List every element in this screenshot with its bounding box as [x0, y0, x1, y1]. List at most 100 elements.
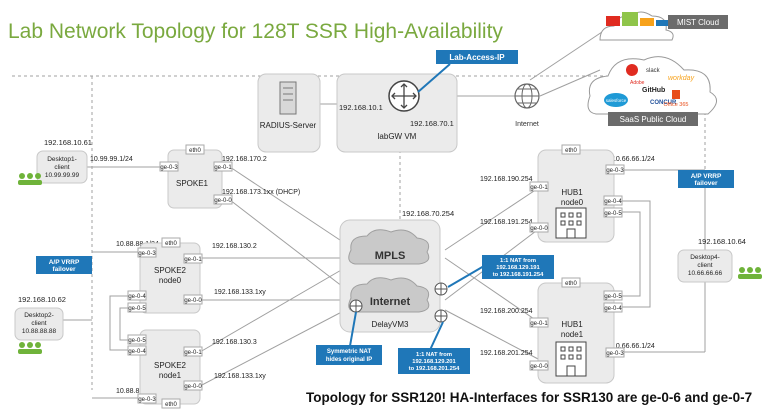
nat2-line2: 192.168.129.201: [412, 359, 456, 365]
desktop2-sub: 10.88.88.88: [22, 328, 57, 335]
desktop2-ip: 192.168.10.62: [18, 295, 66, 304]
nat1-badge: 1:1 NAT from 192.168.129.191 to 192.168.…: [447, 255, 554, 288]
spoke2n1-ip-mpls: 192.168.130.3: [212, 339, 257, 346]
hub1-node1: 192.168.200.254 192.168.201.254 10.66.66…: [480, 277, 655, 384]
desktop4-sub: 10.66.66.66: [688, 270, 723, 277]
spoke2n1-inet: [199, 304, 356, 387]
spoke2n0-ge05: ge-0-5: [128, 306, 146, 312]
spoke2n1-mpls: [199, 261, 356, 353]
delay-ip-top: 192.168.70.254: [402, 209, 454, 218]
spoke2-node1: 192.168.130.3 192.168.133.1xy 10.88.88.1…: [116, 329, 266, 409]
spoke2n1-ge00: ge-0-0: [184, 384, 202, 390]
internet-globe: Internet: [514, 83, 540, 128]
hub1-eth0: eth0: [565, 281, 577, 287]
hub1-ip-inet: 192.168.201.254: [480, 350, 533, 357]
spoke1-mpls-link: [229, 166, 356, 251]
nat2-line1: 1:1 NAT from: [416, 352, 452, 358]
hub1-ge05: ge-0-5: [604, 294, 622, 300]
mpls-label: MPLS: [375, 250, 406, 262]
vrrp-right-line1: A/P VRRP: [691, 173, 722, 180]
spoke2n1-ge01: ge-0-1: [184, 350, 202, 356]
nat1-line1: 1:1 NAT from: [500, 258, 536, 264]
building-icon: [555, 207, 587, 239]
spoke2n0-eth0: eth0: [165, 241, 177, 247]
spoke2-ha-link-a: [109, 295, 130, 351]
spoke1-ge03: ge-0-3: [160, 165, 178, 171]
delay-vm3: 192.168.70.254 MPLS Internet DelayVM3: [339, 209, 454, 333]
desktop1-sub: 10.99.99.99: [45, 172, 80, 179]
vrrp-right-badge: A/P VRRP failover: [678, 170, 734, 188]
vrrp-left-badge: A/P VRRP failover: [36, 256, 92, 274]
spoke2n1-ge03: ge-0-3: [138, 397, 156, 403]
desktop1-name: Desktop1-: [47, 156, 77, 163]
hub1-ge03: ge-0-3: [606, 351, 624, 357]
cloud-bar-red: [606, 16, 620, 26]
mpls-hub0-link: [444, 186, 541, 251]
links: [12, 19, 725, 399]
inet-hub1-link: [444, 309, 541, 361]
spoke1-router: 10.99.99.1/24 192.168.170.2 192.168.173.…: [90, 144, 300, 209]
vrrp-left-line2: failover: [52, 266, 76, 273]
spoke1-ge01: ge-0-1: [214, 165, 232, 171]
users-icon: [738, 267, 762, 279]
hub0-ip-lan: 10.66.66.1/24: [612, 156, 655, 163]
hub0-eth0: eth0: [565, 148, 577, 154]
spoke1-inet-link: [229, 199, 361, 301]
hub1-node: node1: [561, 330, 584, 339]
labgw-ip-bottom: 192.168.70.1: [410, 119, 454, 128]
nat1-line2: 192.168.129.191: [496, 265, 540, 271]
desktop1-name2: client: [54, 164, 69, 171]
vrrp-right-line2: failover: [694, 180, 718, 187]
mpls-hub1-link: [444, 257, 541, 324]
spoke2n0-ip-inet: 192.168.133.1xy: [214, 289, 266, 296]
hub0-node: node0: [561, 198, 584, 207]
hub0-ge05: ge-0-5: [604, 211, 622, 217]
internet-label: Internet: [515, 121, 539, 128]
hub1-label: HUB1: [561, 320, 583, 329]
users-icon: [18, 173, 42, 185]
vrrp-left-line1: A/P VRRP: [49, 259, 80, 266]
logo-concur: CONCUR: [650, 100, 677, 106]
mist-label: MIST Cloud: [677, 18, 719, 27]
desktop4-ip: 192.168.10.64: [698, 237, 746, 246]
internet-cloud-icon: [348, 277, 430, 313]
radius-server: RADIUS-Server: [257, 73, 321, 153]
mist-cloud: MIST Cloud: [599, 11, 728, 41]
spoke2n0-ge04: ge-0-4: [128, 294, 146, 300]
spoke2-ha-link-b: [119, 307, 130, 341]
hub-ha-link-a: [620, 200, 651, 308]
cloud-bar-green: [622, 12, 638, 26]
labgw-label: labGW VM: [378, 132, 417, 141]
nat2-badge: 1:1 NAT from 192.168.129.201 to 192.168.…: [398, 321, 470, 374]
hub0-ge03: ge-0-3: [606, 168, 624, 174]
logo-github: GitHub: [642, 87, 665, 94]
hub0-ge01: ge-0-1: [530, 185, 548, 191]
spoke1-eth0: eth0: [189, 148, 201, 154]
spoke2n1-ge05: ge-0-5: [128, 338, 146, 344]
cloud-bar-orange: [640, 18, 654, 26]
desktop4-name2: client: [697, 262, 712, 269]
symnat-badge: Symmetric NAT hides original IP: [316, 311, 382, 365]
saas-label: SaaS Public Cloud: [620, 115, 687, 124]
cloud-bar-blue: [656, 20, 668, 26]
spoke2n1-label: SPOKE2: [154, 361, 187, 370]
symnat-line2: hides original IP: [326, 357, 372, 363]
lab-access-label: Lab-Access-IP: [449, 53, 505, 62]
hub0-ge04: ge-0-4: [604, 199, 622, 205]
spoke1-label: SPOKE1: [176, 179, 209, 188]
labgw-ip-left: 192.168.10.1: [339, 103, 383, 112]
spoke2-node0: 10.88.88.1/24 192.168.130.2 192.168.133.…: [116, 237, 266, 314]
server-icon: [279, 81, 297, 115]
logo-salesforce: salesforce: [606, 98, 627, 103]
logo-office365: Office 365: [664, 102, 689, 108]
mpls-cloud-icon: [348, 229, 430, 265]
desktop1-ip: 192.168.10.61: [44, 138, 92, 147]
hub1-ge01: ge-0-1: [530, 321, 548, 327]
spoke1-ip-mpls: 192.168.170.2: [222, 156, 267, 163]
desktop2-name: Desktop2-: [24, 312, 54, 319]
nat2-line3: to 192.168.201.254: [409, 366, 460, 372]
spoke2n0-node: node0: [159, 276, 182, 285]
nat1-line3: to 192.168.191.254: [493, 272, 544, 278]
hub0-ge00: ge-0-0: [530, 226, 548, 232]
